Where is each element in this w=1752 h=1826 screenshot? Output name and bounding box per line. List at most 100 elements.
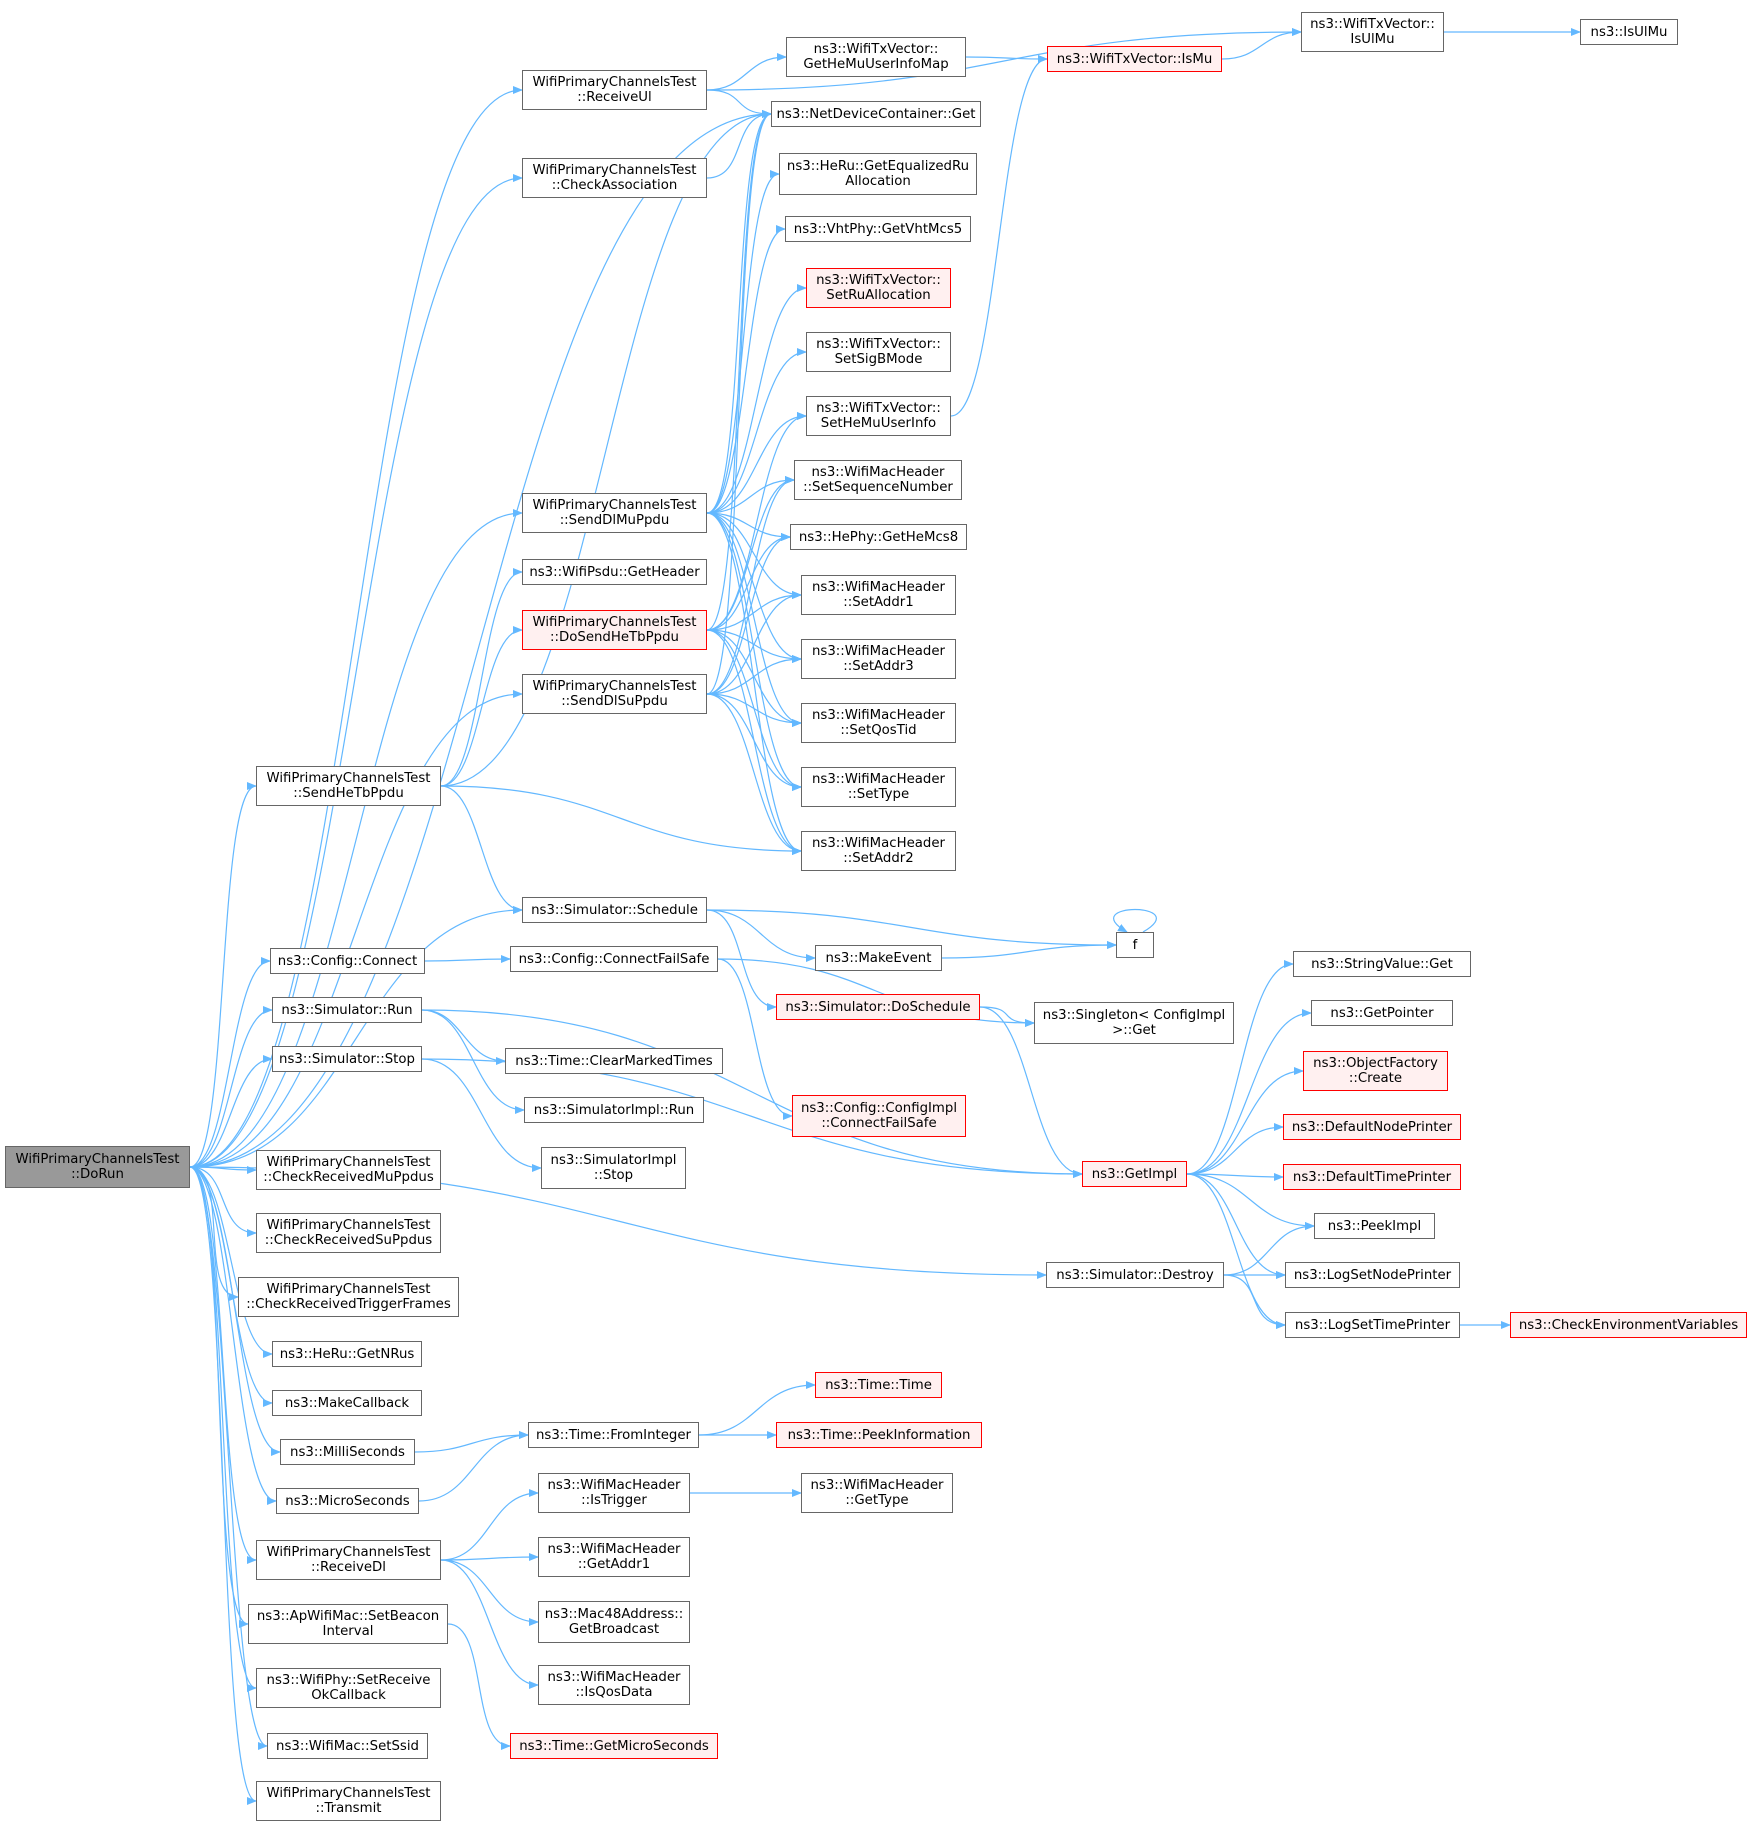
edge-setBeacon-to-getMicroSec xyxy=(447,1623,511,1750)
edge-sendDlMu-to-setRuAlloc xyxy=(706,284,807,514)
node-make-event[interactable]: ns3::MakeEvent xyxy=(815,945,942,971)
node-is-trigger[interactable]: ns3::WifiMacHeader::IsTrigger xyxy=(538,1473,690,1513)
node-is-qos[interactable]: ns3::WifiMacHeader::IsQosData xyxy=(538,1665,690,1705)
node-impl-run[interactable]: ns3::SimulatorImpl::Run xyxy=(524,1097,704,1123)
node-schedule[interactable]: ns3::Simulator::Schedule xyxy=(522,897,707,923)
node-send-dl-su[interactable]: WifiPrimaryChannelsTest::SendDlSuPpdu xyxy=(522,674,707,714)
node-get-pointer[interactable]: ns3::GetPointer xyxy=(1311,1000,1453,1026)
node-label-line: ::SetQosTid xyxy=(840,723,917,738)
node-sim-destroy[interactable]: ns3::Simulator::Destroy xyxy=(1046,1262,1224,1288)
node-impl-stop[interactable]: ns3::SimulatorImpl::Stop xyxy=(541,1147,686,1189)
node-f[interactable]: f xyxy=(1116,932,1154,958)
node-make-cb[interactable]: ns3::MakeCallback xyxy=(272,1390,422,1416)
node-is-ul-mu-tx[interactable]: ns3::WifiTxVector::IsUlMu xyxy=(1301,12,1444,52)
node-label-line: ns3::Simulator::Destroy xyxy=(1056,1267,1214,1283)
node-set-sig-b[interactable]: ns3::WifiTxVector::SetSigBMode xyxy=(806,332,951,372)
node-get-he-mu-map[interactable]: ns3::WifiTxVector::GetHeMuUserInfoMap xyxy=(786,37,966,77)
node-set-he-mu-user[interactable]: ns3::WifiTxVector::SetHeMuUserInfo xyxy=(806,396,951,436)
node-micro[interactable]: ns3::MicroSeconds xyxy=(276,1488,419,1514)
node-def-node[interactable]: ns3::DefaultNodePrinter xyxy=(1283,1114,1461,1140)
edge-sendDlSu-to-setAddr1 xyxy=(706,591,802,695)
node-label-line: ns3::WifiTxVector:: xyxy=(816,337,941,352)
edge-setHeMuUser-to-isMu xyxy=(950,55,1048,417)
node-obj-create[interactable]: ns3::ObjectFactory::Create xyxy=(1303,1051,1448,1091)
edge-schedule-to-makeEvent xyxy=(706,909,816,962)
node-set-ssid[interactable]: ns3::WifiMac::SetSsid xyxy=(267,1733,428,1759)
node-chk-su[interactable]: WifiPrimaryChannelsTest::CheckReceivedSu… xyxy=(256,1213,441,1253)
node-get-n-rus[interactable]: ns3::HeRu::GetNRus xyxy=(272,1341,422,1367)
node-ndc-get[interactable]: ns3::NetDeviceContainer::Get xyxy=(771,101,981,127)
node-recv-ul[interactable]: WifiPrimaryChannelsTest::ReceiveUl xyxy=(522,70,707,110)
node-psdu-hdr[interactable]: ns3::WifiPsdu::GetHeader xyxy=(522,559,707,585)
edge-makeEvent-to-f xyxy=(941,941,1117,959)
node-check-env[interactable]: ns3::CheckEnvironmentVariables xyxy=(1510,1312,1747,1338)
node-chk-mu[interactable]: WifiPrimaryChannelsTest::CheckReceivedMu… xyxy=(256,1150,441,1190)
edge-doSendHeTb-to-setAddr1 xyxy=(706,591,802,631)
node-def-time[interactable]: ns3::DefaultTimePrinter xyxy=(1283,1164,1461,1190)
node-from-int[interactable]: ns3::Time::FromInteger xyxy=(528,1422,699,1448)
node-peek-info[interactable]: ns3::Time::PeekInformation xyxy=(776,1422,982,1448)
edge-root-to-checkAssoc xyxy=(189,174,523,1168)
node-set-ru-alloc[interactable]: ns3::WifiTxVector::SetRuAllocation xyxy=(806,268,951,308)
node-str-get[interactable]: ns3::StringValue::Get xyxy=(1293,951,1471,977)
node-send-dl-mu[interactable]: WifiPrimaryChannelsTest::SendDlMuPpdu xyxy=(522,493,707,533)
node-sim-run[interactable]: ns3::Simulator::Run xyxy=(272,997,422,1023)
edge-sendDlSu-to-setAddr2 xyxy=(706,693,802,855)
node-label-line: ns3::ApWifiMac::SetBeacon xyxy=(256,1609,440,1624)
node-label-line: Interval xyxy=(322,1624,374,1639)
node-send-he-tb[interactable]: WifiPrimaryChannelsTest::SendHeTbPpdu xyxy=(256,766,441,806)
node-label-line: ns3::WifiTxVector::IsMu xyxy=(1056,51,1213,67)
node-label-line: ns3::DefaultTimePrinter xyxy=(1292,1169,1452,1185)
node-get-impl[interactable]: ns3::GetImpl xyxy=(1082,1161,1187,1187)
node-chk-trig[interactable]: WifiPrimaryChannelsTest::CheckReceivedTr… xyxy=(238,1277,459,1317)
node-label-line: ns3::Simulator::Schedule xyxy=(531,902,698,918)
node-do-schedule[interactable]: ns3::Simulator::DoSchedule xyxy=(776,994,980,1020)
node-set-type[interactable]: ns3::WifiMacHeader::SetType xyxy=(801,767,956,807)
node-label-line: ns3::Time::GetMicroSeconds xyxy=(519,1738,709,1754)
node-peek-impl[interactable]: ns3::PeekImpl xyxy=(1314,1213,1435,1239)
node-sim-stop[interactable]: ns3::Simulator::Stop xyxy=(272,1046,422,1072)
node-label-line: ::SetType xyxy=(847,787,910,802)
node-cfg-c-f-s[interactable]: ns3::Config::ConnectFailSafe xyxy=(510,946,718,972)
node-get-type[interactable]: ns3::WifiMacHeader::GetType xyxy=(801,1473,953,1513)
node-vht-mcs5[interactable]: ns3::VhtPhy::GetVhtMcs5 xyxy=(785,216,971,242)
node-label-line: ::CheckReceivedMuPpdus xyxy=(263,1170,434,1185)
node-singleton[interactable]: ns3::Singleton< ConfigImpl>::Get xyxy=(1034,1002,1234,1044)
node-label-line: WifiPrimaryChannelsTest xyxy=(532,498,697,513)
edge-simDestroy-to-peekImpl xyxy=(1223,1222,1315,1276)
node-check-assoc[interactable]: WifiPrimaryChannelsTest::CheckAssociatio… xyxy=(522,158,707,198)
node-clear-marked[interactable]: ns3::Time::ClearMarkedTimes xyxy=(505,1048,723,1074)
node-label-line: ns3::Mac48Address:: xyxy=(544,1607,684,1622)
node-set-addr2[interactable]: ns3::WifiMacHeader::SetAddr2 xyxy=(801,831,956,871)
node-cfg-connect[interactable]: ns3::Config::Connect xyxy=(270,948,425,974)
node-is-ul-mu[interactable]: ns3::IsUlMu xyxy=(1580,19,1678,45)
edge-root-to-chkMu xyxy=(189,1165,257,1174)
node-transmit[interactable]: WifiPrimaryChannelsTest::Transmit xyxy=(256,1781,441,1821)
node-get-micro-sec[interactable]: ns3::Time::GetMicroSeconds xyxy=(510,1733,718,1759)
node-set-addr3[interactable]: ns3::WifiMacHeader::SetAddr3 xyxy=(801,639,956,679)
node-set-qos-tid[interactable]: ns3::WifiMacHeader::SetQosTid xyxy=(801,703,956,743)
node-label-line: WifiPrimaryChannelsTest xyxy=(532,75,697,90)
node-is-mu[interactable]: ns3::WifiTxVector::IsMu xyxy=(1047,46,1222,72)
node-set-seq[interactable]: ns3::WifiMacHeader::SetSequenceNumber xyxy=(794,460,962,500)
node-get-bcast[interactable]: ns3::Mac48Address::GetBroadcast xyxy=(538,1601,690,1643)
node-label-line: ::SendDlMuPpdu xyxy=(559,513,670,528)
node-get-addr1[interactable]: ns3::WifiMacHeader::GetAddr1 xyxy=(538,1537,690,1577)
node-time-time[interactable]: ns3::Time::Time xyxy=(815,1372,942,1398)
node-log-node[interactable]: ns3::LogSetNodePrinter xyxy=(1285,1262,1460,1288)
edge-sendDlSu-to-setAddr3 xyxy=(706,655,802,695)
node-milli[interactable]: ns3::MilliSeconds xyxy=(280,1439,415,1465)
node-do-send-he-tb[interactable]: WifiPrimaryChannelsTest::DoSendHeTbPpdu xyxy=(522,610,707,650)
edge-getImpl-to-defNode xyxy=(1186,1123,1284,1175)
edge-sendDlMu-to-setHeMuUser xyxy=(706,412,807,514)
node-label-line: ::SetSequenceNumber xyxy=(803,480,953,495)
node-log-time[interactable]: ns3::LogSetTimePrinter xyxy=(1285,1312,1460,1338)
node-set-addr1[interactable]: ns3::WifiMacHeader::SetAddr1 xyxy=(801,575,956,615)
node-recv-dl[interactable]: WifiPrimaryChannelsTest::ReceiveDl xyxy=(256,1540,441,1580)
node-label-line: SetHeMuUserInfo xyxy=(820,416,937,431)
node-he-mcs8[interactable]: ns3::HePhy::GetHeMcs8 xyxy=(790,524,967,550)
node-cfg-impl-c-f-s[interactable]: ns3::Config::ConfigImpl::ConnectFailSafe xyxy=(792,1095,966,1137)
